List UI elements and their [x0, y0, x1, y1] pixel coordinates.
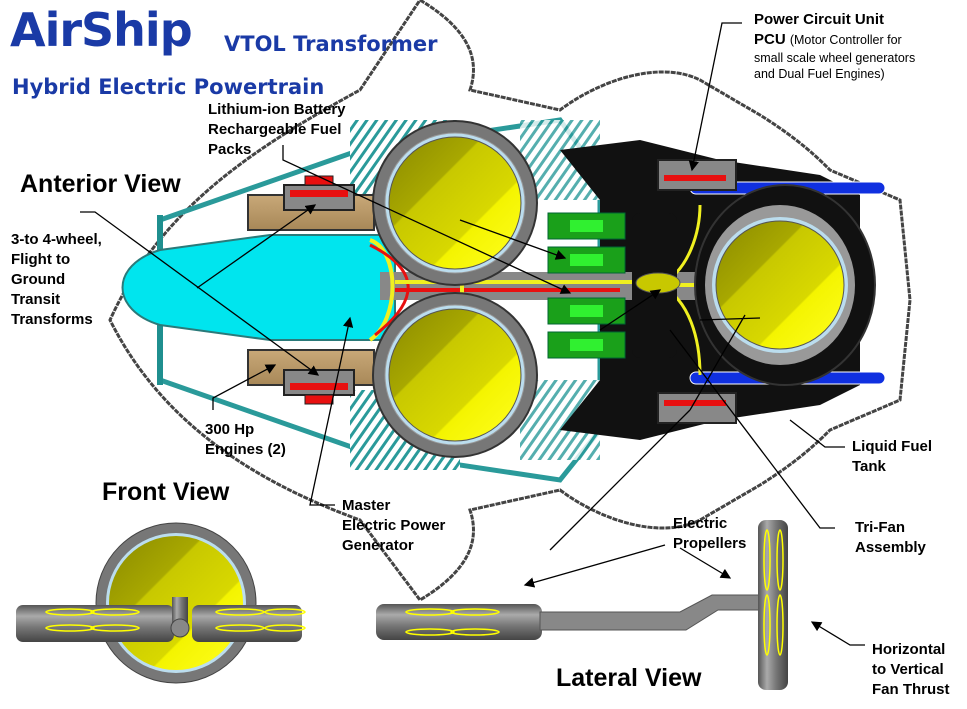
front-view-drawing [16, 522, 306, 684]
label-battery-line: Rechargeable Fuel [208, 121, 342, 138]
label-propellers-line: Propellers [673, 535, 747, 552]
label-battery-line: Packs [208, 141, 252, 158]
label-trifan-line: Assembly [855, 539, 926, 556]
label-wheel-line: Ground [11, 271, 66, 288]
nose-cone [121, 234, 396, 341]
label-pcu-desc: small scale wheel generators [754, 51, 916, 65]
fan-lower-left [372, 292, 538, 458]
label-wheel-line: 3-to 4-wheel, [11, 231, 102, 248]
label-propellers-line: Electric [673, 515, 728, 532]
label-trifan: Tri-Fan Assembly [855, 518, 926, 558]
label-generator: Master Electric Power Generator [342, 496, 445, 556]
front-view-title: Front View [102, 478, 230, 506]
label-engines: 300 Hp Engines (2) [205, 420, 286, 460]
label-generator-line: Master [342, 497, 391, 514]
label-pcu-title: Power Circuit Unit [754, 11, 885, 28]
label-pcu-line: PCU (Motor Controller for [754, 30, 915, 50]
label-generator-line: Electric Power [342, 517, 446, 534]
label-trifan-line: Tri-Fan [855, 519, 906, 536]
pcu-junction [635, 272, 681, 294]
brand-title: AirShip [10, 3, 193, 57]
lateral-view-drawing [376, 520, 788, 690]
label-thrust-line: to Vertical [872, 661, 944, 678]
brand-subtitle: VTOL Transformer [224, 32, 438, 56]
label-thrust-line: Fan Thrust [872, 681, 950, 698]
label-engines-line: Engines (2) [205, 441, 286, 458]
label-pcu-desc: (Motor Controller for [789, 33, 902, 47]
leader-lines [80, 22, 865, 646]
label-generator-line: Generator [342, 537, 414, 554]
fan-upper-left [372, 120, 538, 286]
label-fuel-tank-line: Tank [852, 458, 886, 475]
label-wheel-line: Transforms [11, 311, 93, 328]
label-fuel-tank-line: Liquid Fuel [852, 438, 932, 455]
label-thrust-line: Horizontal [872, 641, 946, 658]
label-battery: Lithium-ion Battery Rechargeable Fuel Pa… [208, 100, 346, 160]
label-thrust: Horizontal to Vertical Fan Thrust [872, 640, 950, 700]
label-battery-line: Lithium-ion Battery [208, 101, 346, 118]
label-wheel-transform: 3-to 4-wheel, Flight to Ground Transit T… [11, 230, 102, 330]
label-engines-line: 300 Hp [205, 421, 255, 438]
label-propellers: Electric Propellers [673, 514, 746, 554]
label-pcu-desc: and Dual Fuel Engines) [754, 67, 885, 81]
label-fuel-tank: Liquid Fuel Tank [852, 437, 932, 477]
diagram-title: Hybrid Electric Powertrain [12, 75, 325, 99]
label-wheel-line: Flight to [11, 251, 71, 268]
label-pcu: Power Circuit Unit PCU (Motor Controller… [754, 10, 915, 82]
lateral-view-title: Lateral View [556, 664, 702, 692]
anterior-view-title: Anterior View [20, 170, 181, 198]
wheel-generator-top [657, 159, 737, 191]
label-wheel-line: Transit [11, 291, 61, 308]
label-pcu-abbr: PCU [754, 31, 786, 48]
